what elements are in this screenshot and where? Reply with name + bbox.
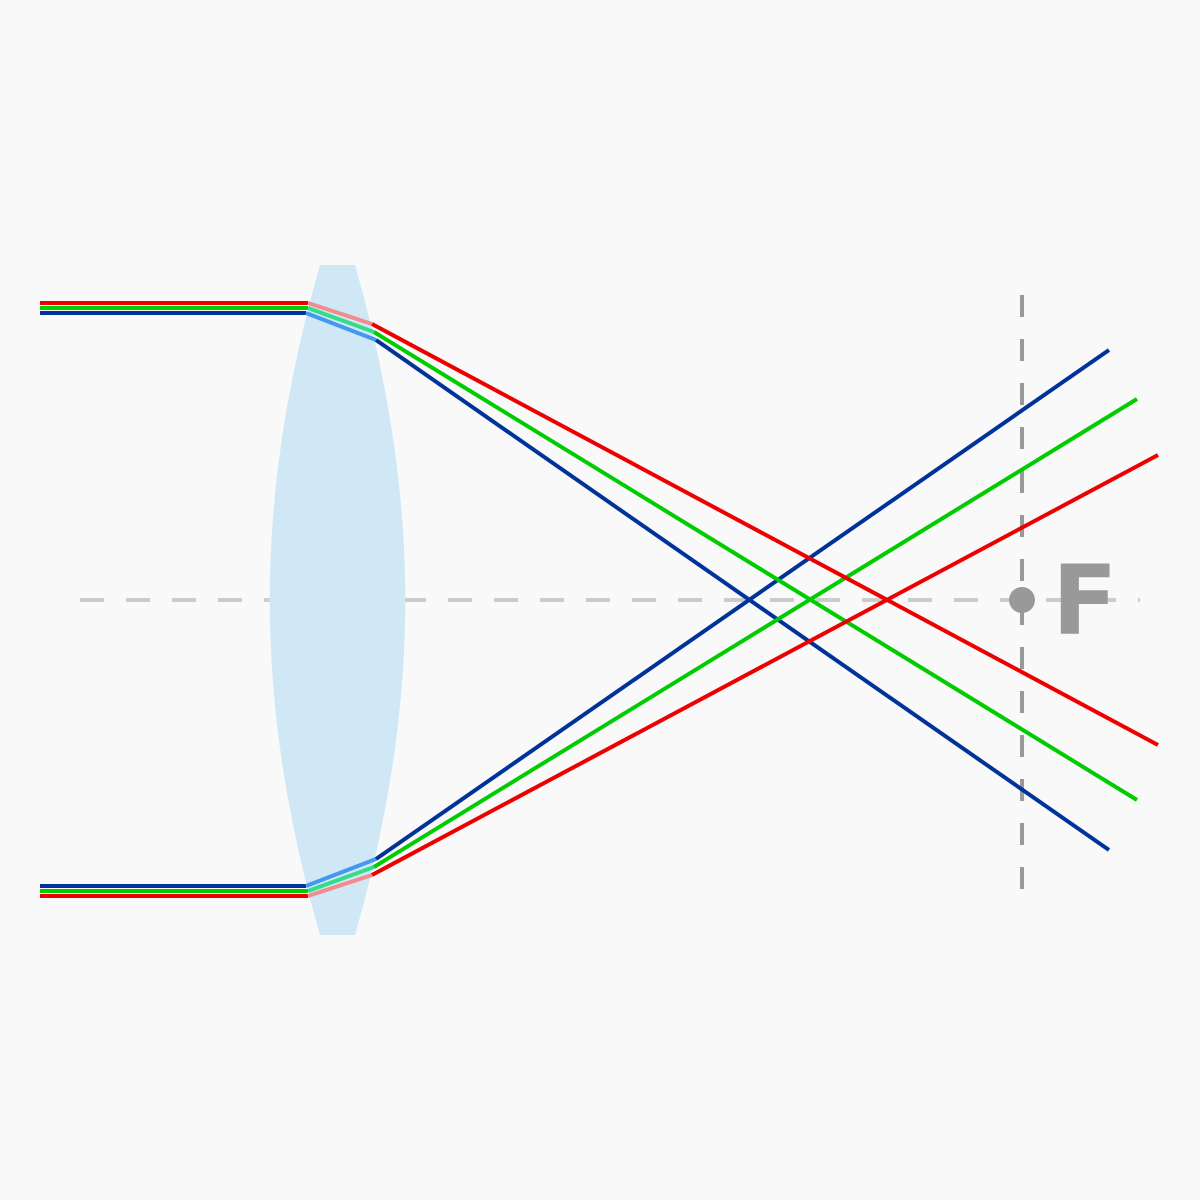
red-ray-bottom-inside-lens: [307, 873, 373, 898]
red-ray-bottom-outgoing: [371, 453, 1159, 877]
green-ray-bottom-outgoing: [372, 397, 1139, 869]
green-ray-top-inside-lens: [307, 306, 375, 334]
blue-ray-top-inside-lens: [305, 311, 377, 342]
focal-point-dot: [1009, 587, 1035, 613]
blue-ray-bottom-outgoing: [374, 348, 1111, 861]
red-ray-top-inside-lens: [307, 301, 373, 326]
converging-lens: [269, 265, 406, 935]
focal-point-label: F: [1052, 545, 1118, 657]
green-ray-top-outgoing: [372, 330, 1139, 802]
light-rays: [40, 301, 1159, 898]
red-ray-top-outgoing: [371, 322, 1159, 747]
blue-ray-top-outgoing: [374, 338, 1111, 852]
green-ray-bottom-inside-lens: [307, 865, 375, 893]
blue-ray-bottom-inside-lens: [305, 857, 377, 888]
